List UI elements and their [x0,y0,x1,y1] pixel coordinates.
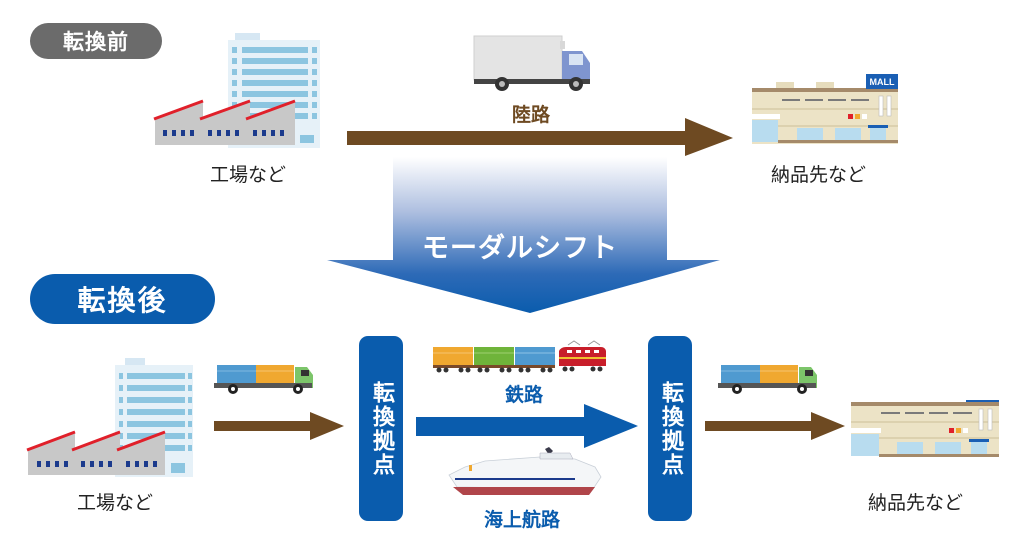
after-badge: 転換後 [30,274,215,324]
transfer-hub-right: 転換拠点 [648,336,692,521]
rail-route-label: 鉄路 [505,384,544,406]
after-origin-label: 工場など [77,492,154,514]
before-destination-label: 納品先など [771,164,867,186]
before-badge: 転換前 [30,23,162,59]
land-route-arrow [347,118,733,156]
truck-route-arrow [705,412,845,440]
factory-icon [153,33,320,148]
mall-sign: MALL [870,77,895,87]
truck-route-arrow [214,412,344,440]
sea-route-label: 海上航路 [484,509,561,531]
after-destination-label: 納品先など [868,492,964,514]
before-origin-label: 工場など [210,164,287,186]
container-truck-icon [214,365,313,394]
transfer-hub-left: 転換拠点 [359,336,403,521]
rail-sea-route-arrow [416,404,638,448]
freight-train-icon [433,340,606,373]
mall-icon: MALL [752,74,898,144]
ferry-ship-icon [448,447,602,495]
factory-icon [26,358,193,477]
container-truck-icon [718,365,817,394]
land-route-label: 陸路 [512,104,551,126]
modal-shift-label: モーダルシフト [422,233,618,264]
truck-icon [473,35,590,91]
mall-icon [851,400,999,457]
